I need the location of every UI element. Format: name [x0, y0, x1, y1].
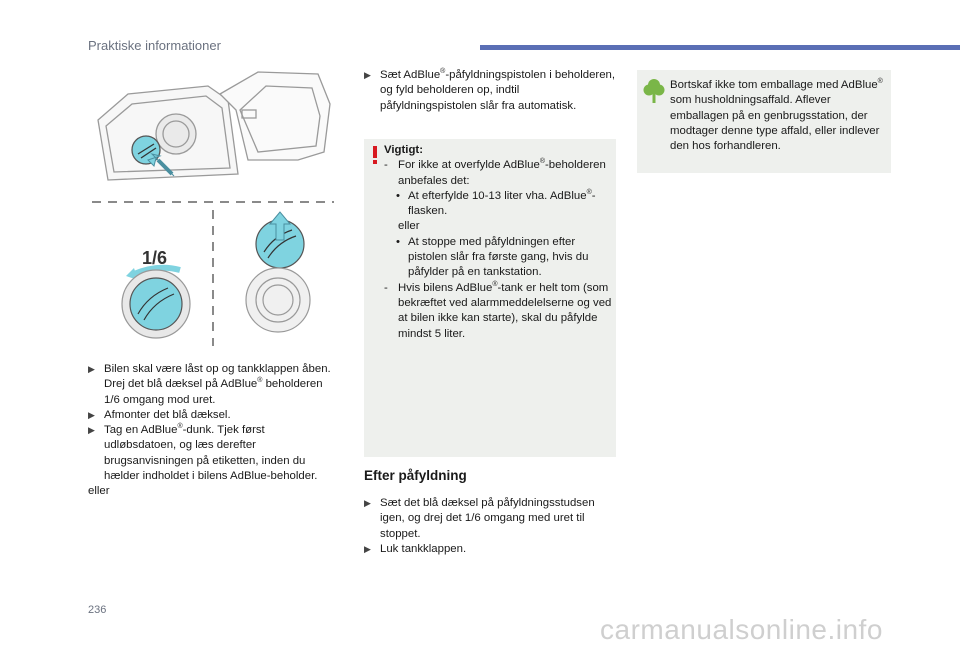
environment-note-text: Bortskaf ikke tom emballage med AdBlue® … — [670, 78, 883, 153]
header-accent-bar — [480, 45, 960, 50]
list-item: ▶ Sæt det blå dæksel på påfyldningsstuds… — [364, 497, 595, 540]
fuel-flap-drawing — [97, 71, 331, 181]
warning-sub-item: •At efterfylde 10-13 liter vha. AdBlue®-… — [396, 189, 596, 218]
pointer-arrow-icon — [147, 153, 175, 177]
warning-or-text: eller — [398, 220, 420, 233]
warning-title: Vigtigt: — [384, 144, 424, 156]
up-arrow-icon — [268, 211, 292, 241]
square-arrow-icon: ▶ — [364, 498, 371, 508]
fraction-label: 1/6 — [142, 248, 167, 268]
square-arrow-icon: ▶ — [88, 425, 95, 436]
square-arrow-icon: ▶ — [364, 70, 371, 80]
watermark: carmanualsonline.info — [600, 614, 883, 645]
list-item: ▶ Tag en AdBlue®-dunk. Tjek først udløbs… — [88, 423, 318, 483]
instructions-column-1: ▶ Bilen skal være låst op og tankklappen… — [88, 362, 338, 500]
square-arrow-icon: ▶ — [88, 409, 95, 420]
blue-cap-left — [121, 269, 191, 339]
square-arrow-icon: ▶ — [88, 364, 95, 374]
list-item: ▶ Sæt AdBlue®-påfyldningspistolen i beho… — [364, 68, 616, 112]
warning-dash-item: -Hvis bilens AdBlue®-tank er helt tom (s… — [384, 280, 612, 340]
list-item: ▶ Luk tankklappen. — [364, 542, 616, 557]
list-item: ▶ Afmonter det blå dæksel. — [88, 408, 338, 423]
square-arrow-icon: ▶ — [364, 543, 371, 554]
or-text: eller — [88, 485, 110, 498]
open-filler-neck — [245, 267, 311, 333]
exclamation-icon — [373, 146, 377, 164]
environment-note-box: Bortskaf ikke tom emballage med AdBlue® … — [637, 70, 891, 173]
list-item: ▶ Bilen skal være låst op og tankklappen… — [88, 363, 331, 406]
warning-dash-item: -For ikke at overfylde AdBlue®-beholdere… — [384, 158, 606, 187]
warning-box: Vigtigt: -For ikke at overfylde AdBlue®-… — [364, 139, 616, 457]
after-filling-list: ▶ Sæt det blå dæksel på påfyldningsstuds… — [364, 496, 616, 557]
section-heading: Efter påfyldning — [364, 468, 467, 483]
warning-sub-item: •At stoppe med påfyldningen efter pistol… — [396, 235, 589, 279]
tree-icon — [643, 79, 665, 103]
adblue-cap-illustration: 1/6 — [92, 71, 334, 346]
instructions-column-2: ▶ Sæt AdBlue®-påfyldningspistolen i beho… — [364, 68, 616, 114]
page-number: 236 — [88, 604, 107, 616]
rotate-arrow-icon — [132, 264, 181, 277]
section-title: Praktiske informationer — [88, 38, 221, 53]
